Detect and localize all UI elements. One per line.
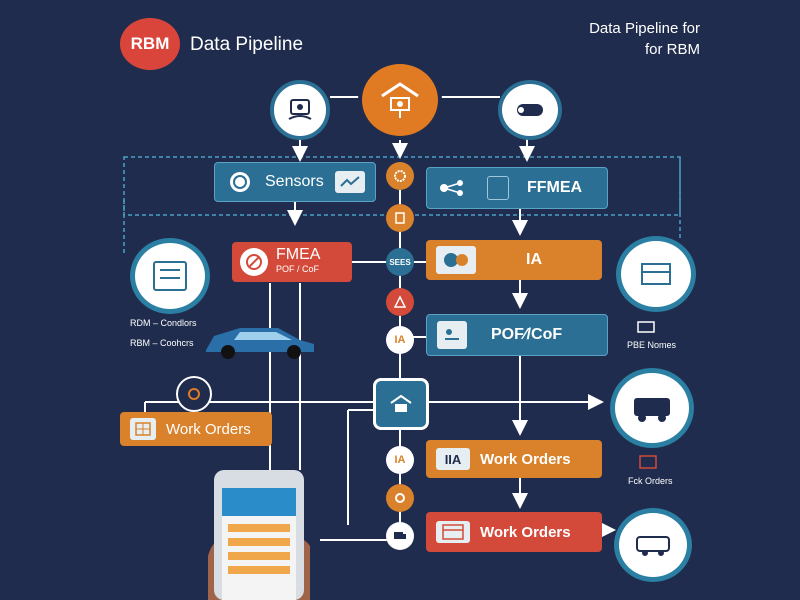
ia-box[interactable]: IA: [426, 240, 602, 280]
work-orders-mid-label: Work Orders: [480, 450, 571, 468]
building-small-icon: [637, 321, 655, 333]
truck-icon: [394, 532, 406, 539]
center-node-ia-1[interactable]: IA: [386, 326, 414, 354]
sensors-box[interactable]: Sensors: [214, 162, 376, 202]
gear-icon: [394, 170, 406, 182]
center-ia-label-2: IA: [394, 454, 406, 466]
fmea-box[interactable]: FMEA POF / CoF: [232, 242, 352, 282]
workstation-icon: [390, 394, 412, 412]
sees-label: SEES: [389, 257, 411, 267]
machine-icon: [641, 263, 671, 285]
sensor-icon: [225, 171, 255, 193]
fmea-sublabel: POF / CoF: [276, 264, 320, 274]
work-orders-box-left[interactable]: Work Orders: [120, 412, 272, 446]
work-orders-box-bottom[interactable]: Work Orders: [426, 512, 602, 552]
car-icon: [206, 328, 314, 359]
rbm-conditions-label-2: RBM – Coohcrs: [130, 338, 194, 348]
calendar-icon: [436, 521, 470, 543]
work-orders-box-mid[interactable]: IIA Work Orders: [426, 440, 602, 478]
pbe-nomes-label: PBE Nomes: [627, 340, 677, 350]
center-node-7[interactable]: [386, 484, 414, 512]
settings-small-icon: [188, 388, 200, 400]
center-node-sees[interactable]: SEES: [386, 248, 414, 276]
document-icon: [395, 212, 405, 224]
center-node-2[interactable]: [386, 204, 414, 232]
corner-title: Data Pipeline for for RBM: [589, 18, 700, 60]
vehicle-circle-icon[interactable]: [614, 508, 692, 582]
iia-icon: IIA: [436, 448, 470, 470]
truck-circle-icon[interactable]: [610, 368, 694, 448]
mobile-app-icon: [208, 470, 310, 600]
center-node-8[interactable]: [386, 522, 414, 550]
settings-icon: [395, 493, 405, 503]
form-icon: [437, 321, 467, 349]
center-node-1[interactable]: [386, 162, 414, 190]
fmea-icon: [240, 248, 268, 276]
sensors-label: Sensors: [265, 173, 324, 190]
center-ia-label-1: IA: [394, 334, 406, 346]
left-node-icon[interactable]: [176, 376, 212, 412]
rbm-logo: RBM: [120, 18, 180, 70]
network-icon: [437, 177, 467, 199]
pof-cof-box[interactable]: POF⁄/CoF: [426, 314, 608, 356]
work-orders-bottom-label: Work Orders: [480, 523, 571, 541]
pipeline-hub-icon[interactable]: [358, 60, 442, 140]
ia-label: IA: [526, 251, 542, 268]
fmea-label: FMEA: [276, 246, 321, 263]
pof-cof-label: POF⁄/CoF: [491, 326, 563, 343]
table-icon: [487, 176, 509, 200]
monitoring-station-icon[interactable]: [616, 236, 696, 312]
alert-icon: [393, 295, 407, 308]
page-title: Data Pipeline: [190, 34, 304, 55]
dashboard-icon: [153, 261, 187, 291]
pipe-icon: [517, 104, 543, 116]
user-profile-icon: [436, 246, 476, 274]
corner-title-line1: Data Pipeline for: [589, 20, 700, 37]
chart-icon: [335, 171, 365, 193]
rbm-conditions-label-1: RDM – Condlors: [130, 318, 197, 328]
building-icon: [381, 82, 419, 118]
hand-device-icon: [288, 99, 312, 120]
center-hub-box[interactable]: [373, 378, 429, 430]
grid-icon: [130, 418, 156, 440]
truck-large-icon: [634, 398, 670, 422]
vehicle-icon: [636, 536, 670, 556]
center-node-4[interactable]: [386, 288, 414, 316]
ffmea-box[interactable]: FFMEA: [426, 167, 608, 209]
work-orders-left-label: Work Orders: [166, 420, 251, 438]
table-small-icon: [639, 455, 657, 469]
pipe-source-icon[interactable]: [498, 80, 562, 140]
conditions-monitor-icon[interactable]: [130, 238, 210, 314]
ffmea-label: FFMEA: [527, 179, 583, 196]
center-node-ia-2[interactable]: IA: [386, 446, 414, 474]
corner-title-line2: for RBM: [644, 41, 700, 58]
fck-orders-label: Fck Orders: [628, 476, 673, 486]
data-source-icon[interactable]: [270, 80, 330, 140]
